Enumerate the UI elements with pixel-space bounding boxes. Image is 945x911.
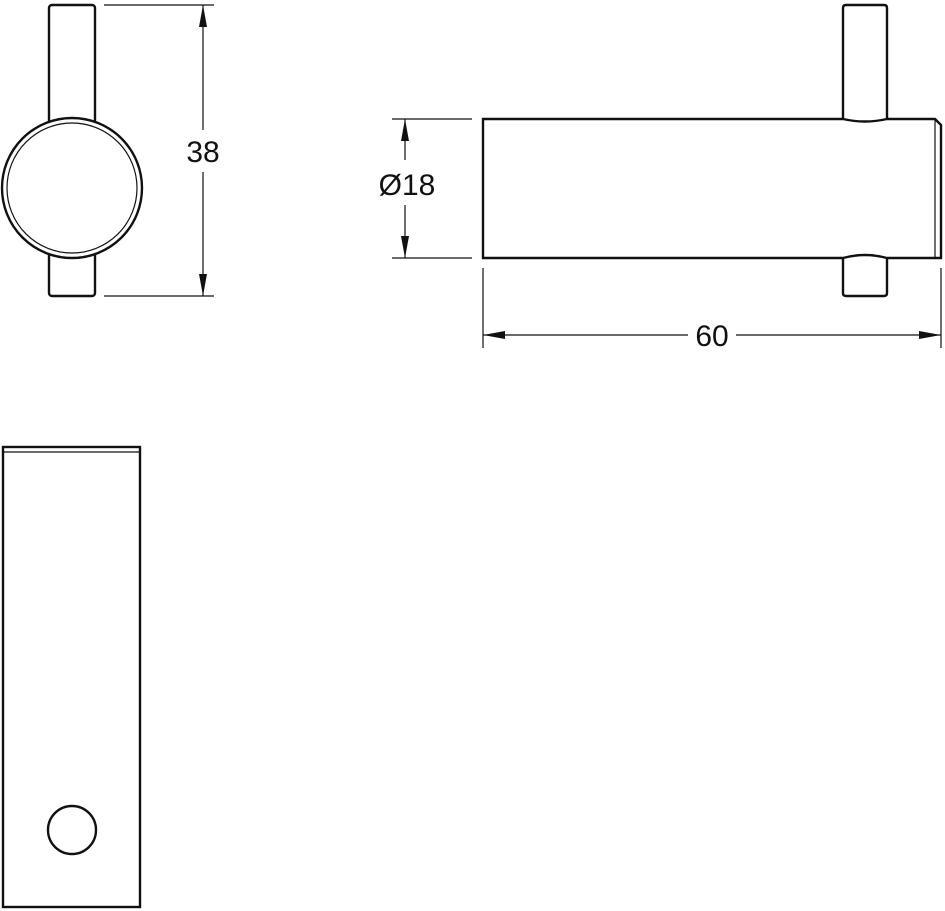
side-view: Ø18 60: [379, 3, 943, 353]
front-view-knob-inner: [6, 122, 138, 254]
front-view-knob: [0, 116, 144, 260]
front-view: 38: [0, 3, 220, 298]
side-view-lower-peg: [841, 258, 889, 298]
dim-height-label: 38: [186, 136, 219, 169]
side-view-upper-peg: [841, 3, 889, 118]
mounting-hole: [46, 804, 98, 856]
side-view-bar: [481, 117, 943, 260]
dim-length-label: 60: [695, 320, 728, 353]
dim-diameter-label: Ø18: [379, 169, 436, 202]
plan-view-plate: [1, 445, 142, 909]
plan-view: [1, 445, 142, 909]
